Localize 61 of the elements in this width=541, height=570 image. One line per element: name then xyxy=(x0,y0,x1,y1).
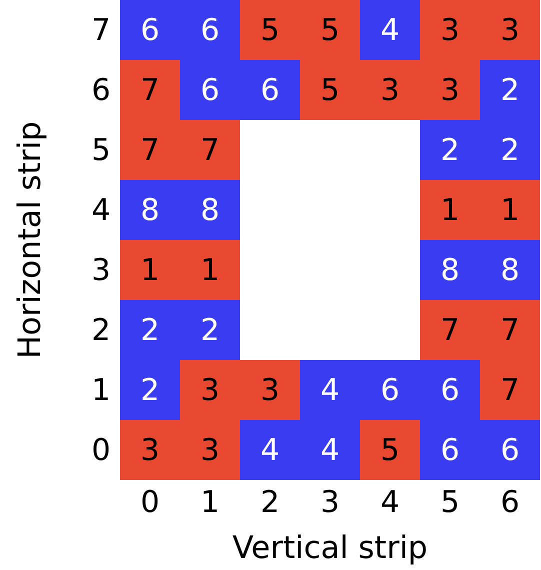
axis-title: Horizontal strip xyxy=(11,120,49,361)
grid-cell: 4 xyxy=(360,0,420,60)
grid-cell: 5 xyxy=(360,420,420,480)
row-label: 0 xyxy=(90,432,112,470)
grid-cell: 2 xyxy=(480,120,540,180)
grid-cell: 6 xyxy=(480,420,540,480)
grid-cell: 8 xyxy=(480,240,540,300)
grid-cell: 6 xyxy=(240,60,300,120)
grid-cell: 8 xyxy=(120,180,180,240)
column-label: 1 xyxy=(199,484,221,522)
column-label: 5 xyxy=(439,484,461,522)
grid-cell: 6 xyxy=(420,420,480,480)
grid-cell: 4 xyxy=(300,420,360,480)
grid-cell: 6 xyxy=(360,360,420,420)
grid-cell: 3 xyxy=(180,360,240,420)
grid-cell: 8 xyxy=(420,240,480,300)
column-label: 3 xyxy=(319,484,341,522)
row-label: 3 xyxy=(90,252,112,290)
row-label: 2 xyxy=(90,312,112,350)
grid-cell: 6 xyxy=(120,0,180,60)
grid-cell: 2 xyxy=(120,360,180,420)
axis-title: Vertical strip xyxy=(231,529,429,568)
grid-cell: 7 xyxy=(180,120,240,180)
grid-cell: 5 xyxy=(300,60,360,120)
column-label: 6 xyxy=(499,484,521,522)
grid-cell: 1 xyxy=(120,240,180,300)
grid-cell: 7 xyxy=(480,360,540,420)
grid-cell: 3 xyxy=(120,420,180,480)
column-label: 2 xyxy=(259,484,281,522)
grid-cell: 3 xyxy=(480,0,540,60)
grid-cell: 2 xyxy=(480,60,540,120)
grid-cell: 1 xyxy=(420,180,480,240)
grid-cell: 6 xyxy=(180,60,240,120)
grid-cell: 3 xyxy=(180,420,240,480)
row-label: 7 xyxy=(90,12,112,50)
grid-cell: 2 xyxy=(180,300,240,360)
grid-cell: 6 xyxy=(420,360,480,420)
grid-cell: 2 xyxy=(420,120,480,180)
grid-cell: 3 xyxy=(360,60,420,120)
grid-cell: 3 xyxy=(420,60,480,120)
column-label: 4 xyxy=(379,484,401,522)
grid-cell: 5 xyxy=(240,0,300,60)
grid-cell: 7 xyxy=(120,120,180,180)
row-label: 5 xyxy=(90,132,112,170)
grid-cell: 4 xyxy=(300,360,360,420)
grid-cell: 2 xyxy=(120,300,180,360)
grid-cell: 3 xyxy=(420,0,480,60)
row-label: 6 xyxy=(90,72,112,110)
grid-cell: 1 xyxy=(480,180,540,240)
grid-cell: 6 xyxy=(180,0,240,60)
grid-cell: 5 xyxy=(300,0,360,60)
grid-cell: 7 xyxy=(120,60,180,120)
grid-cell: 8 xyxy=(180,180,240,240)
grid-cell: 7 xyxy=(480,300,540,360)
grid-cell: 7 xyxy=(420,300,480,360)
row-label: 4 xyxy=(90,192,112,230)
grid-cell: 1 xyxy=(180,240,240,300)
row-label: 1 xyxy=(90,372,112,410)
grid-cell: 4 xyxy=(240,420,300,480)
grid-cell: 3 xyxy=(240,360,300,420)
column-label: 0 xyxy=(139,484,161,522)
